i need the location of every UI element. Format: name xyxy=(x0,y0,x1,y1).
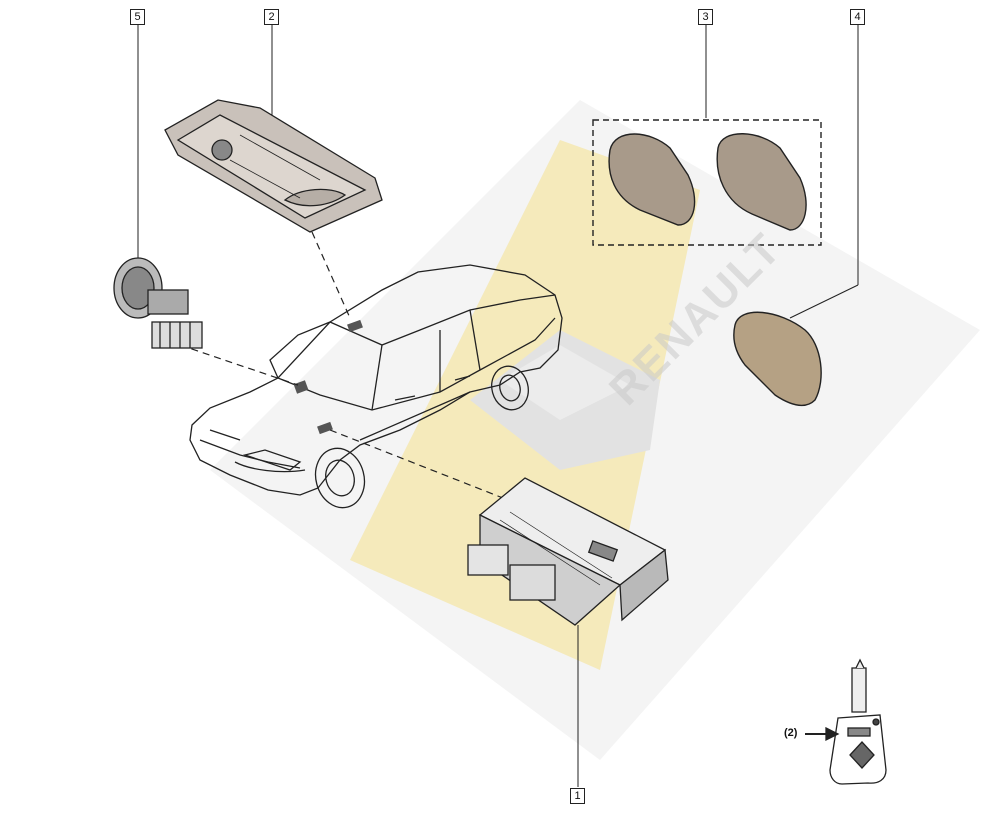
key-quantity-label: (2) xyxy=(784,727,798,739)
connection-lines xyxy=(179,231,509,501)
leader-lines xyxy=(137,25,859,787)
callout-4: 4 xyxy=(850,9,865,25)
key-cover-part xyxy=(733,311,822,407)
ignition-reader-part xyxy=(113,257,203,349)
car-illustration xyxy=(189,264,563,509)
callout-1: 1 xyxy=(570,788,585,804)
callout-3: 3 xyxy=(698,9,713,25)
overhead-lamp-part xyxy=(164,99,383,233)
control-unit-part xyxy=(467,477,669,626)
remote-key-illustration xyxy=(805,658,887,785)
key-cover-pair-part xyxy=(592,119,822,246)
callout-5: 5 xyxy=(130,9,145,25)
car-location-markers xyxy=(293,319,363,435)
callout-2: 2 xyxy=(264,9,279,25)
